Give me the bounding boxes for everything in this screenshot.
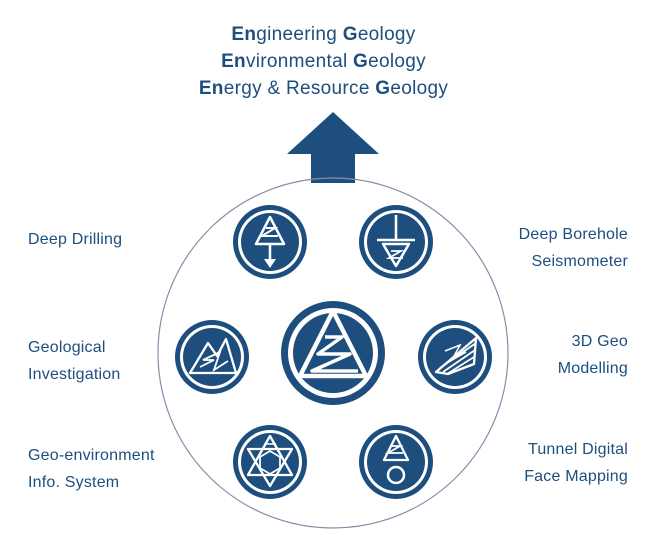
up-arrow-icon	[287, 112, 379, 183]
label-tunnel-digital-face-mapping: Tunnel Digital Face Mapping	[524, 441, 628, 485]
heading-energy-resource-geology: Energy & Resource Geology	[198, 78, 449, 99]
mountain-survey-icon	[175, 320, 249, 394]
heading-environmental-geology: Environmental Geology	[221, 51, 426, 72]
label-3d-geo-modelling: 3D Geo Modelling	[557, 333, 628, 377]
borehole-sensor-icon	[359, 205, 433, 279]
label-deep-borehole-seismometer: Deep Borehole Seismometer	[518, 226, 628, 270]
label-geo-environment-info-system: Geo-environment Info. System	[28, 447, 155, 491]
label-deep-drilling: Deep Drilling	[28, 231, 123, 248]
drill-arrow-down-icon	[233, 205, 307, 279]
heading-engineering-geology: Engineering Geology	[231, 24, 416, 45]
hexagon-network-icon	[233, 425, 307, 499]
triangle-circle-logo-icon	[281, 301, 385, 405]
outer-ring	[157, 177, 509, 529]
layered-model-icon	[418, 320, 492, 394]
label-geological-investigation: Geological Investigation	[28, 339, 121, 383]
tunnel-face-icon	[359, 425, 433, 499]
